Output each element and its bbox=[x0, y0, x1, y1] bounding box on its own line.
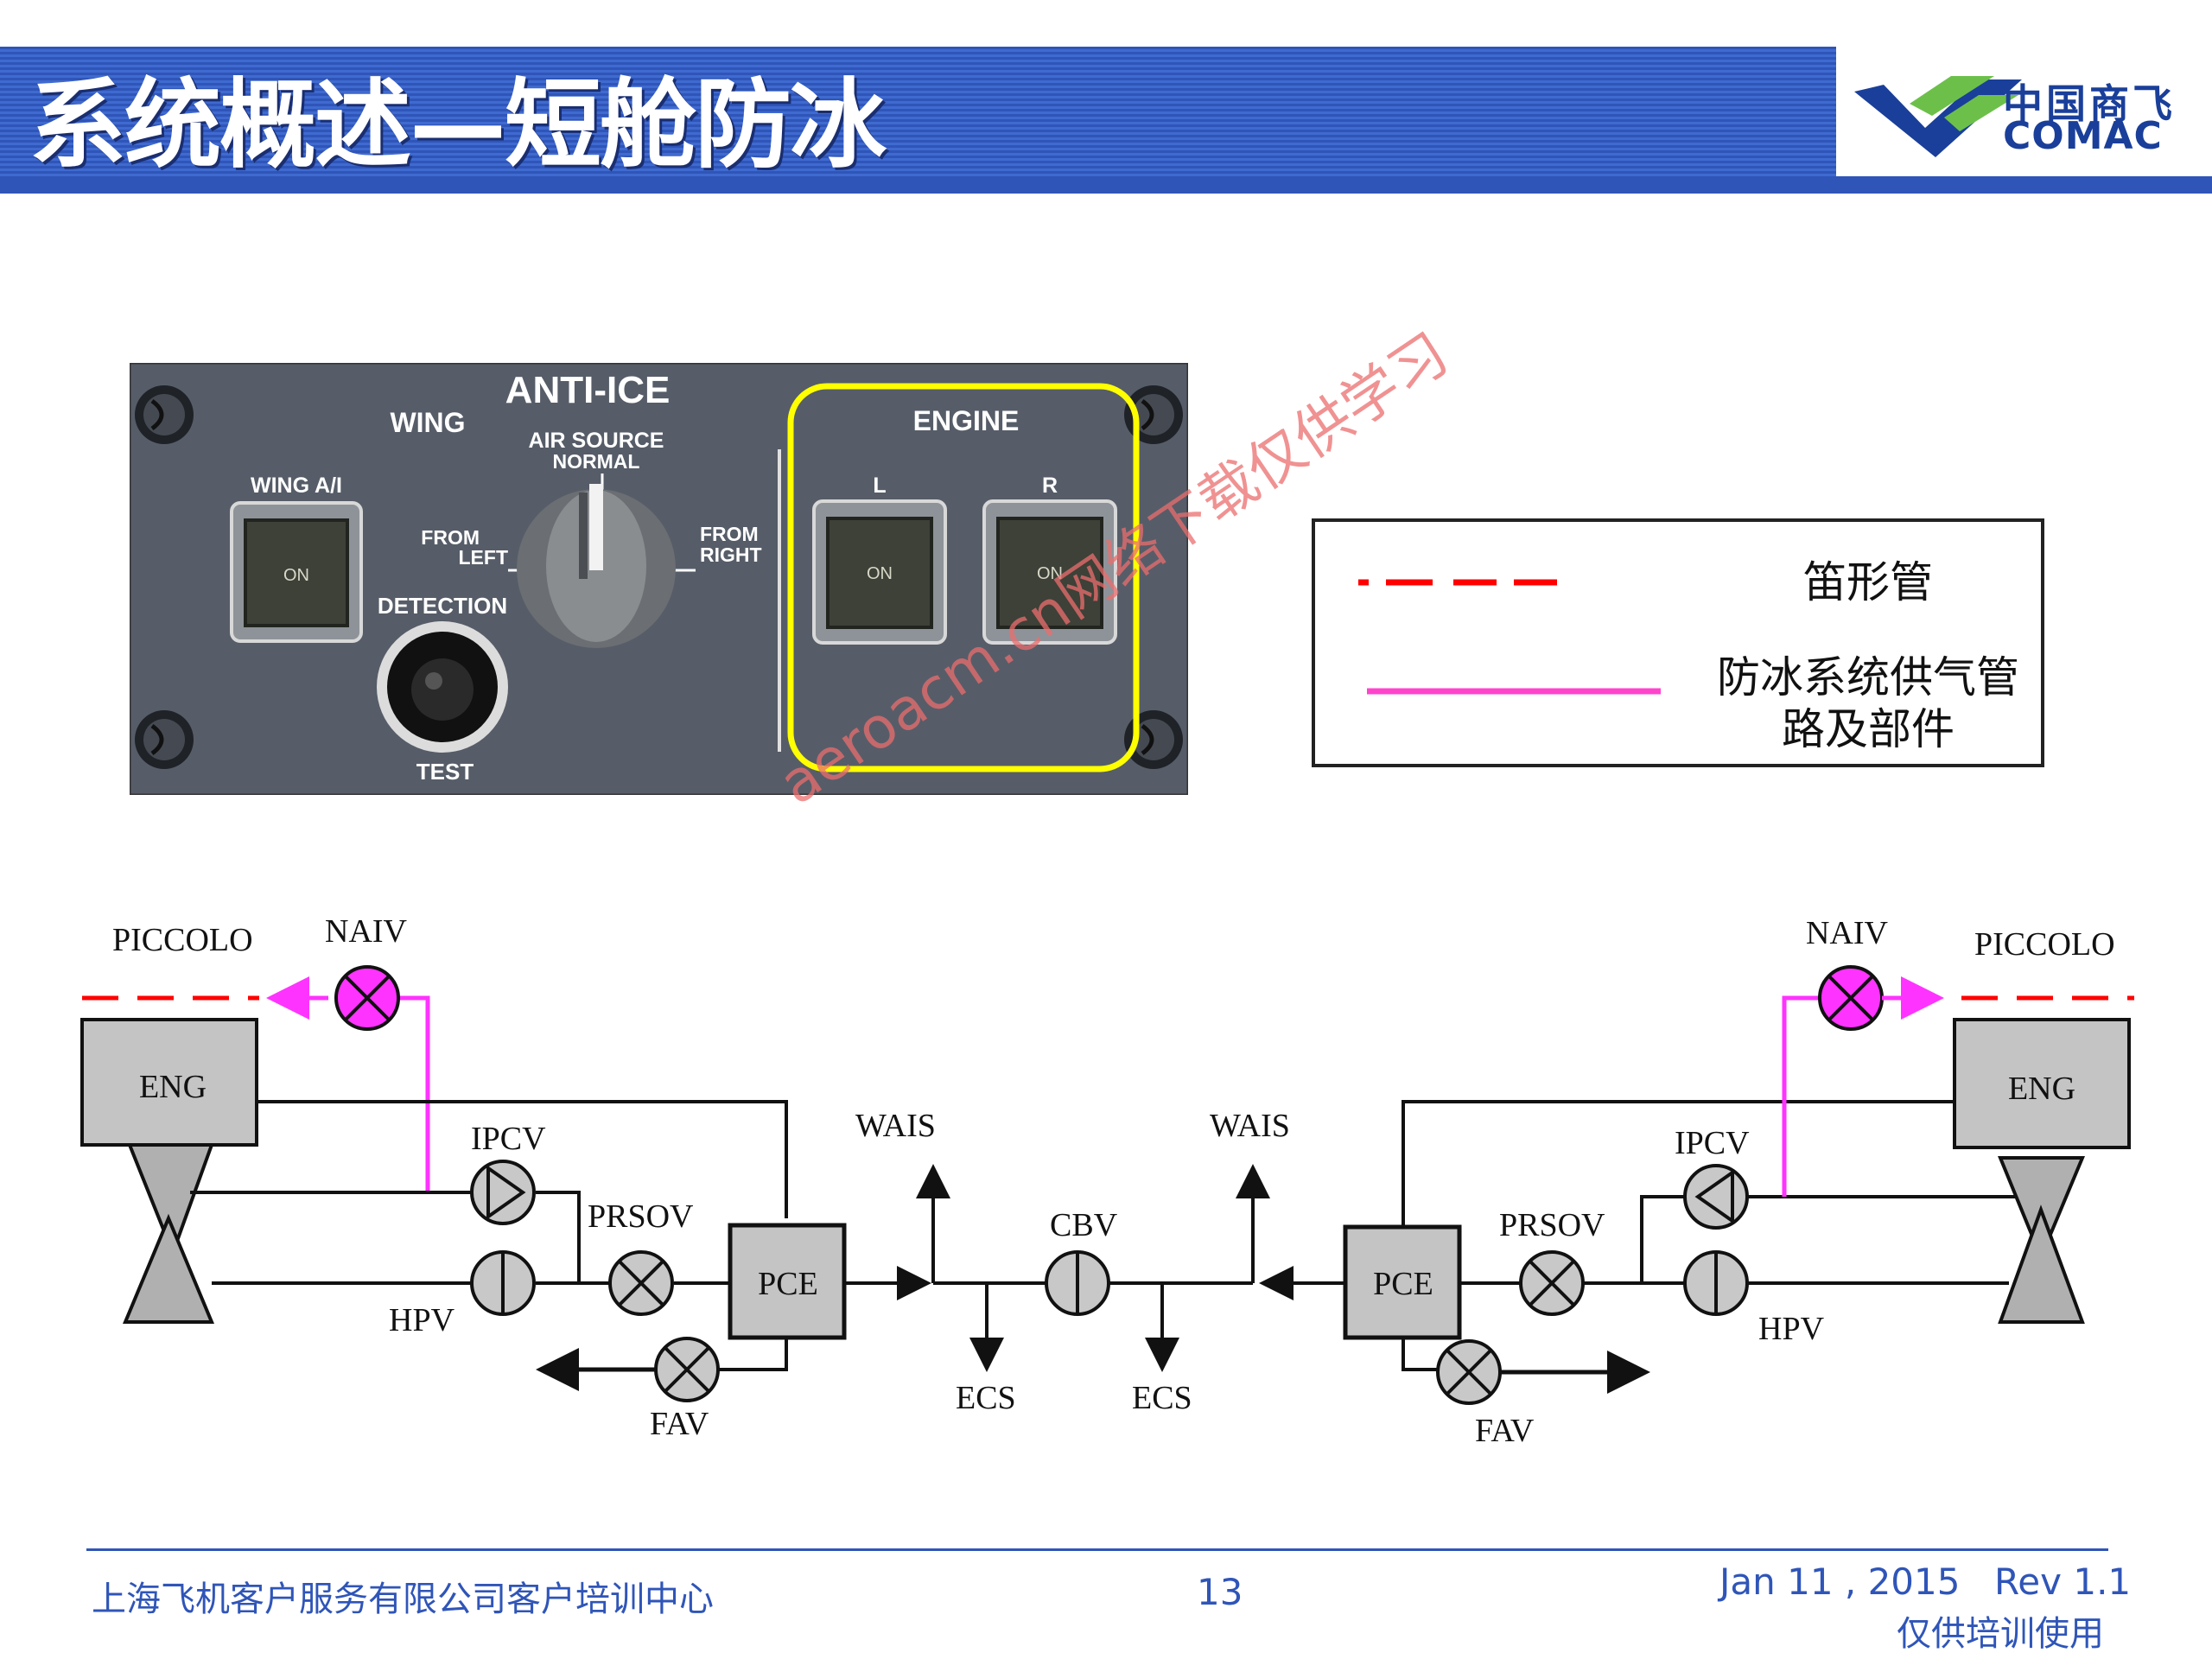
cbv-label: CBV bbox=[1050, 1207, 1118, 1243]
left-ipcv-valve bbox=[470, 1160, 536, 1225]
left-engine-nozzle-bottom bbox=[123, 1213, 214, 1324]
panel-title: ANTI-ICE bbox=[505, 369, 671, 411]
legend-box: 笛形管 防冰系统供气管 路及部件 bbox=[1312, 518, 2044, 767]
left-prsov-label: PRSOV bbox=[588, 1198, 694, 1235]
left-naiv-valve bbox=[334, 965, 400, 1031]
right-prsov-label: PRSOV bbox=[1499, 1207, 1605, 1243]
right-eng-label: ENG bbox=[2008, 1071, 2075, 1107]
logo-english-text: COMAC bbox=[2003, 114, 2163, 158]
from-left-label-2: LEFT bbox=[459, 546, 509, 569]
air-source-selector-knob[interactable] bbox=[508, 474, 696, 648]
air-source-label: AIR SOURCE bbox=[529, 429, 664, 453]
comac-logo-icon bbox=[1854, 76, 2022, 157]
footer-note: 仅供培训使用 bbox=[1897, 1614, 2104, 1654]
screw-icon bbox=[135, 710, 194, 769]
left-naiv-label: NAIV bbox=[325, 913, 408, 950]
right-eng-box bbox=[1953, 1018, 2131, 1149]
right-supply-line bbox=[1782, 995, 1819, 1197]
piccolo-legend-line bbox=[1358, 579, 1557, 586]
right-ipcv-label: IPCV bbox=[1675, 1125, 1750, 1161]
left-pce-label: PCE bbox=[758, 1266, 818, 1302]
page-title: 系统概述—短舱防冰 bbox=[29, 69, 887, 181]
left-piccolo-label: PICCOLO bbox=[112, 922, 253, 958]
cbv-valve bbox=[1045, 1250, 1110, 1316]
engine-label: ENGINE bbox=[913, 405, 1020, 436]
wing-switch-label: WING A/I bbox=[251, 474, 342, 498]
test-label: TEST bbox=[416, 759, 474, 785]
nacelle-anti-ice-schematic: PICCOLO NAIV ENG IPCV HPV PRSOV PCE FAV bbox=[80, 913, 2134, 1449]
left-ipcv-label: IPCV bbox=[471, 1121, 546, 1157]
engine-left-label: L bbox=[873, 474, 886, 498]
screw-icon bbox=[135, 385, 194, 444]
from-right-label-2: RIGHT bbox=[700, 543, 762, 566]
right-prsov-valve bbox=[1519, 1250, 1585, 1316]
left-pce-box bbox=[728, 1223, 847, 1340]
right-fav-line bbox=[1402, 1338, 1439, 1371]
anti-ice-panel: ANTI-ICE WING AIR SOURCE NORMAL FROM LEF… bbox=[130, 363, 1188, 795]
wing-label: WING bbox=[390, 407, 465, 438]
right-hpv-label: HPV bbox=[1758, 1311, 1825, 1347]
right-naiv-valve bbox=[1818, 965, 1884, 1031]
engine-highlight-frame bbox=[787, 383, 1140, 772]
wing-switch-on: ON bbox=[283, 566, 309, 585]
page-number: 13 bbox=[1197, 1571, 1243, 1613]
left-wais-label: WAIS bbox=[855, 1108, 936, 1144]
left-ipcv-out-line bbox=[536, 1191, 581, 1283]
wing-ai-switch[interactable]: ON bbox=[230, 501, 363, 643]
left-ecs-label: ECS bbox=[956, 1380, 1016, 1416]
footer-company: 上海飞机客户服务有限公司客户培训中心 bbox=[92, 1580, 714, 1619]
left-fav-label: FAV bbox=[650, 1406, 709, 1442]
supply-legend-text-1: 防冰系统供气管 bbox=[1717, 652, 2019, 702]
right-wais-label: WAIS bbox=[1210, 1108, 1290, 1144]
right-pce-label: PCE bbox=[1373, 1266, 1433, 1302]
engine-left-on: ON bbox=[867, 564, 893, 583]
left-engine-nozzle-top bbox=[127, 1143, 214, 1258]
engine-right-ai-switch[interactable]: ON bbox=[982, 499, 1117, 645]
footer-revision: Rev 1.1 bbox=[1994, 1560, 2132, 1603]
right-ipcv-valve bbox=[1683, 1164, 1749, 1230]
left-fav-valve bbox=[654, 1337, 720, 1402]
right-engine-nozzle-bottom bbox=[1998, 1205, 2085, 1324]
logo-chinese-text: 中国商飞 bbox=[2003, 80, 2176, 127]
supply-legend-text-2: 路及部件 bbox=[1782, 704, 1955, 754]
right-eng-bleed-line bbox=[1402, 1100, 1955, 1227]
footer-rule bbox=[86, 1548, 2108, 1551]
engine-right-label: R bbox=[1042, 474, 1058, 498]
right-naiv-label: NAIV bbox=[1806, 915, 1889, 951]
left-hpv-label: HPV bbox=[389, 1302, 455, 1338]
from-right-label-1: FROM bbox=[700, 523, 759, 545]
right-fav-valve bbox=[1436, 1339, 1502, 1405]
left-hpv-valve bbox=[470, 1250, 536, 1316]
supply-legend-line bbox=[1367, 688, 1661, 695]
right-piccolo-label: PICCOLO bbox=[1974, 926, 2115, 963]
detection-test-button[interactable] bbox=[377, 621, 508, 753]
left-eng-bleed-line bbox=[257, 1100, 788, 1218]
engine-left-ai-switch[interactable]: ON bbox=[812, 499, 947, 645]
normal-label: NORMAL bbox=[553, 450, 640, 473]
footer-date: Jan 11 , 2015 bbox=[1719, 1560, 1961, 1603]
right-hpv-valve bbox=[1683, 1250, 1749, 1316]
right-ecs-label: ECS bbox=[1132, 1380, 1192, 1416]
detection-label: DETECTION bbox=[378, 593, 507, 619]
right-ipcv-in-line bbox=[1640, 1195, 1685, 1283]
left-eng-label: ENG bbox=[139, 1069, 207, 1105]
piccolo-legend-text: 笛形管 bbox=[1803, 557, 1933, 607]
engine-right-on: ON bbox=[1037, 564, 1063, 583]
right-fav-label: FAV bbox=[1475, 1413, 1535, 1449]
left-fav-line bbox=[717, 1338, 788, 1371]
header-rule bbox=[0, 176, 2212, 194]
left-prsov-valve bbox=[608, 1250, 674, 1316]
title-bar bbox=[0, 47, 1836, 194]
from-left-label-1: FROM bbox=[421, 526, 480, 549]
